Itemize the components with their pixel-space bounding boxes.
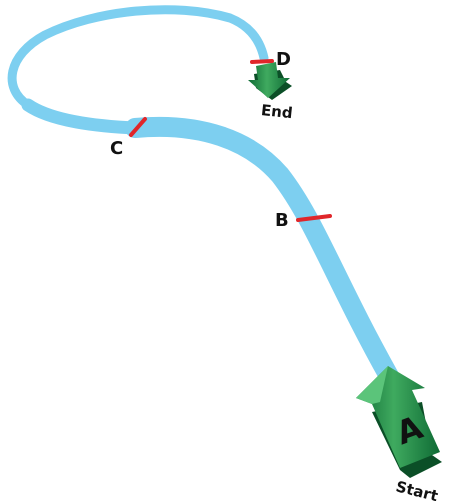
checkpoint-d-label: D bbox=[276, 49, 291, 70]
route-path-lower bbox=[135, 127, 390, 378]
checkpoint-d-marker bbox=[252, 61, 272, 62]
end-caption: End bbox=[260, 101, 293, 122]
start-arrow: A bbox=[356, 366, 442, 478]
route-path-loop bbox=[12, 10, 264, 105]
checkpoint-c-label: C bbox=[110, 138, 123, 159]
route-path-middle bbox=[28, 105, 135, 128]
route-path bbox=[12, 10, 390, 378]
start-caption: Start bbox=[394, 477, 440, 501]
checkpoint-b-label: B bbox=[275, 210, 289, 231]
